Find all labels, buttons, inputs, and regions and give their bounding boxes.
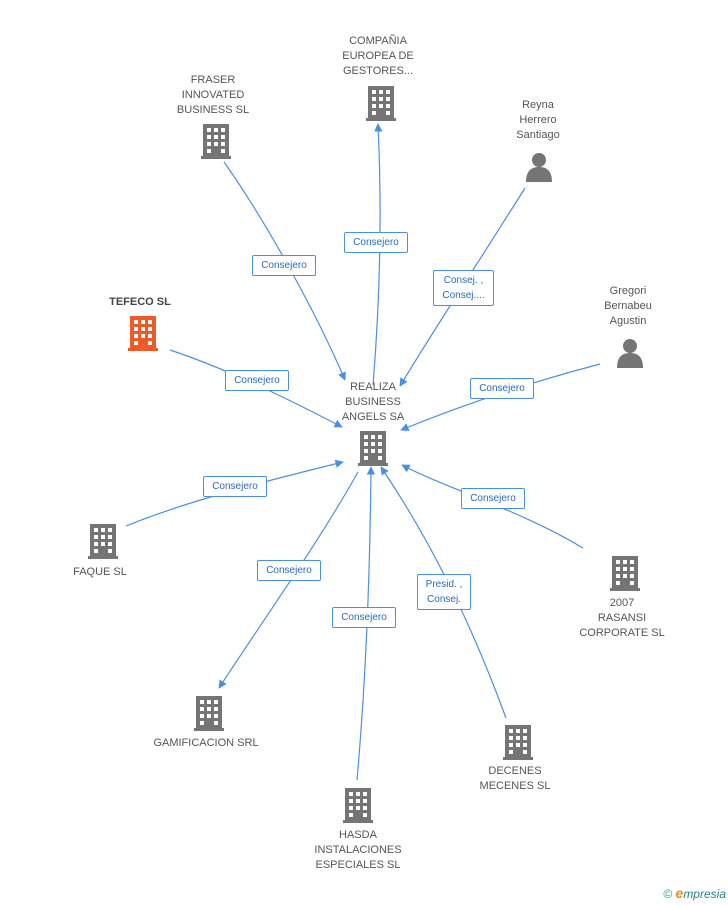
node-label-hasda[interactable]: HASDA INSTALACIONES ESPECIALES SL	[314, 829, 402, 871]
node-label-gamificacion[interactable]: GAMIFICACION SRL	[153, 737, 259, 749]
node-label-gregori[interactable]: Gregori Bernabeu Agustin	[604, 285, 652, 327]
brand-logo[interactable]: © empresia	[663, 885, 726, 901]
node-label-rasansi[interactable]: 2007 RASANSI CORPORATE SL	[579, 597, 665, 639]
building-icon	[610, 556, 640, 591]
node-label-decenes[interactable]: DECENES MECENES SL	[479, 765, 551, 792]
relation-box-compania[interactable]: Consejero	[344, 232, 408, 253]
node-label-reyna[interactable]: Reyna Herrero Santiago	[516, 99, 560, 141]
building-icon-highlighted	[128, 316, 158, 351]
building-icon	[343, 788, 373, 823]
building-icon	[201, 124, 231, 159]
person-icon	[617, 339, 643, 368]
relation-box-rasansi[interactable]: Consejero	[461, 488, 525, 509]
brand-name: mpresia	[683, 887, 726, 901]
relation-box-reyna[interactable]: Consej. , Consej....	[433, 270, 494, 306]
building-icon	[194, 696, 224, 731]
building-icon	[366, 86, 396, 121]
node-label-faque[interactable]: FAQUE SL	[73, 566, 127, 578]
relation-box-gregori[interactable]: Consejero	[470, 378, 534, 399]
node-label-tefeco[interactable]: TEFECO SL	[109, 296, 171, 308]
copyright-symbol: ©	[663, 887, 673, 901]
relation-box-hasda[interactable]: Consejero	[332, 607, 396, 628]
person-icon	[526, 153, 552, 182]
relation-box-faque[interactable]: Consejero	[203, 476, 267, 497]
building-icon	[88, 524, 118, 559]
relation-box-tefeco[interactable]: Consejero	[225, 370, 289, 391]
brand-initial: e	[675, 885, 684, 901]
node-label-center[interactable]: REALIZA BUSINESS ANGELS SA	[341, 381, 405, 423]
edge-hasda	[356, 466, 376, 781]
relation-box-gamificacion[interactable]: Consejero	[257, 560, 321, 581]
building-icon	[503, 725, 533, 760]
relation-box-fraser[interactable]: Consejero	[252, 255, 316, 276]
node-label-fraser[interactable]: FRASER INNOVATED BUSINESS SL	[176, 74, 250, 116]
building-icon-center	[358, 431, 388, 466]
node-label-compania[interactable]: COMPAÑIA EUROPEA DE GESTORES...	[342, 35, 414, 77]
edge-compania	[372, 123, 383, 386]
relation-box-decenes[interactable]: Presid. , Consej.	[417, 574, 471, 610]
